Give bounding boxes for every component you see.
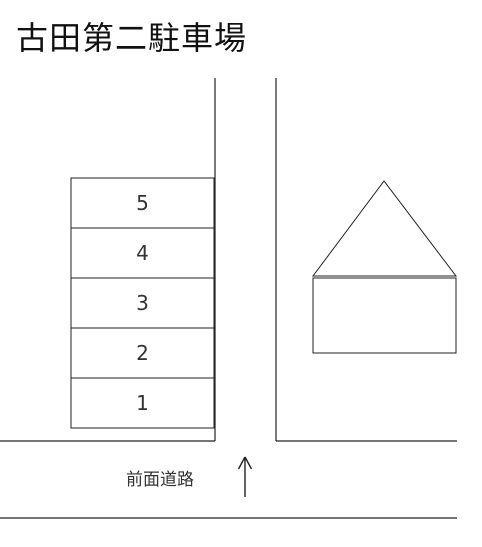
parking-space: 4 <box>70 227 215 279</box>
parking-space-number: 2 <box>136 341 149 365</box>
parking-space: 2 <box>70 327 215 379</box>
parking-space-number: 5 <box>136 191 149 215</box>
parking-space-number: 4 <box>136 241 149 265</box>
house-icon <box>312 180 458 354</box>
parking-space-number: 1 <box>136 391 149 415</box>
page-title: 古田第二駐車場 <box>16 19 248 57</box>
parking-spaces: 5 4 3 2 1 <box>70 177 215 429</box>
parking-space: 3 <box>70 277 215 329</box>
parking-space: 5 <box>70 177 215 229</box>
parking-space: 1 <box>70 377 215 429</box>
up-arrow-icon <box>237 456 253 497</box>
parking-space-number: 3 <box>136 291 149 315</box>
front-road-label: 前面道路 <box>126 470 194 490</box>
